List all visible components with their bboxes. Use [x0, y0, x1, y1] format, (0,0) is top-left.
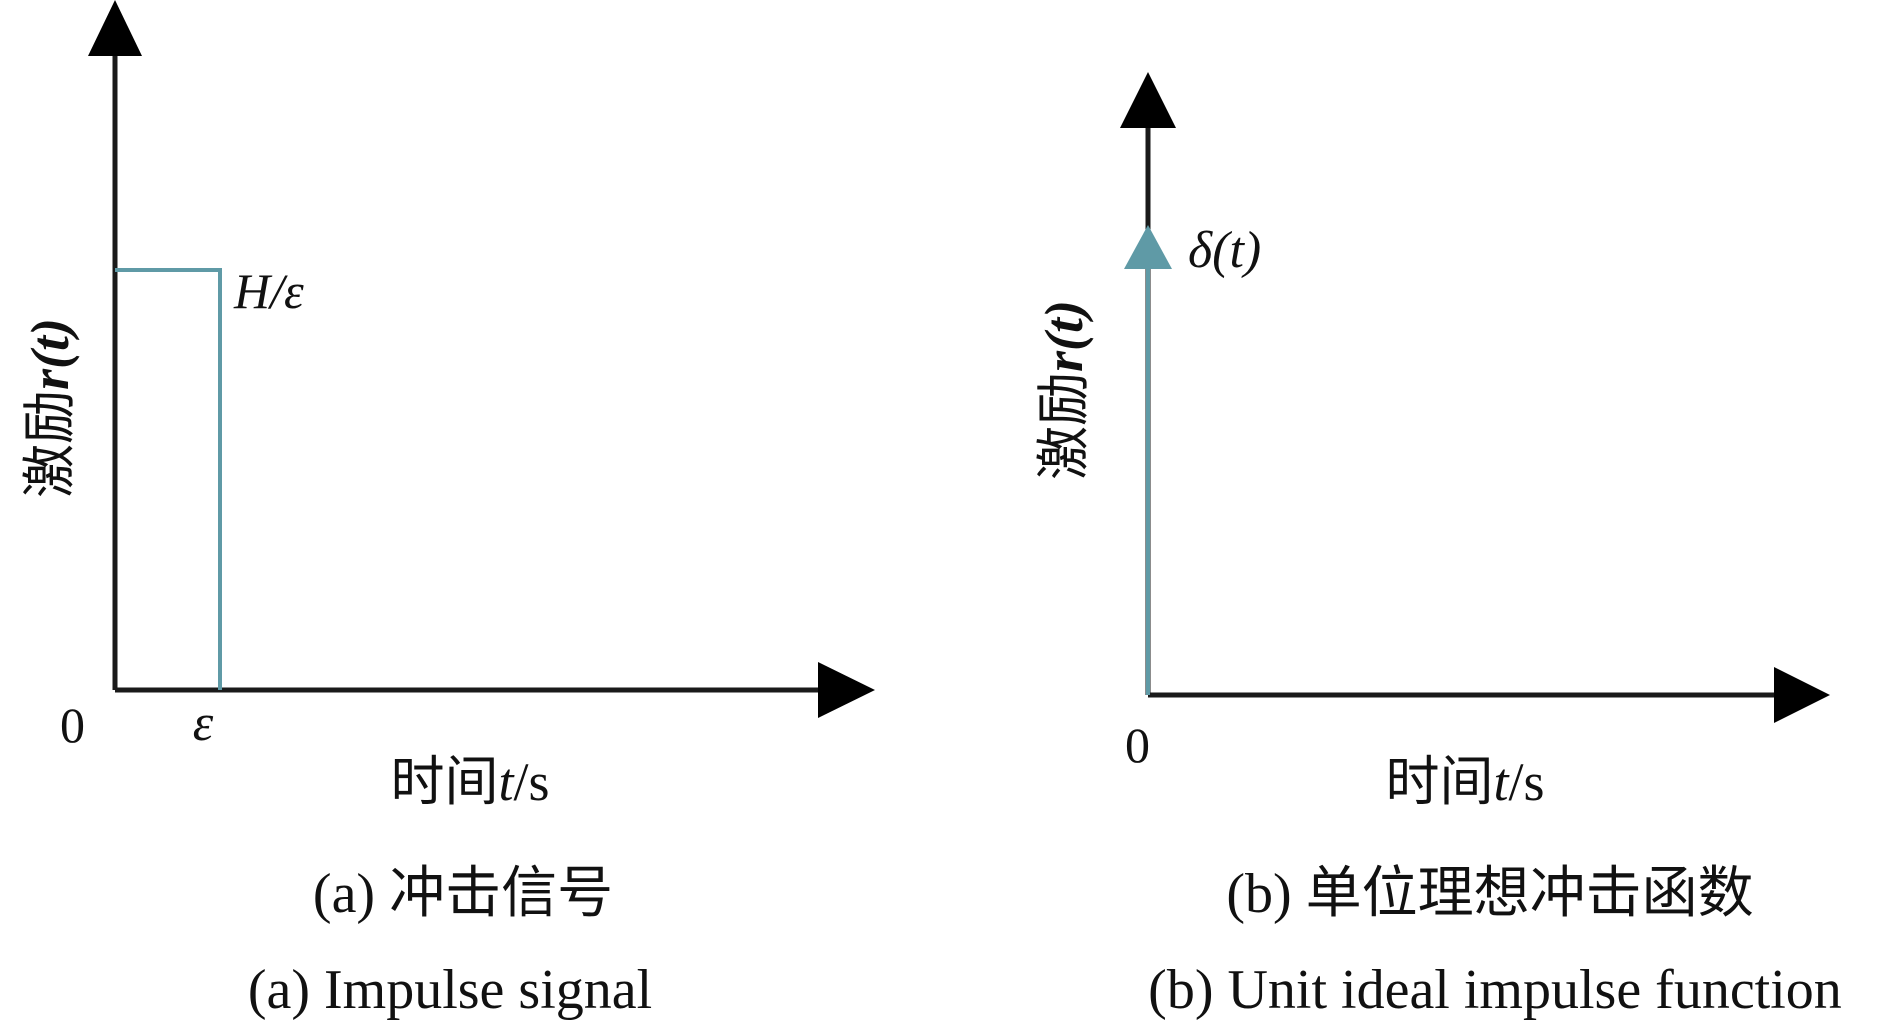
panel-a-y-label-symbol: r(t): [20, 318, 80, 390]
panel-b-caption-cn-text: 单位理想冲击函数: [1306, 863, 1754, 925]
panel-b: δ(t) 0 激励r(t) 时间t/s (b) 单位理想冲击函数 (b) Uni…: [1034, 72, 1842, 1021]
panel-b-x-label-symbol: t: [1493, 752, 1510, 812]
panel-a: H/ε 0 ε 激励r(t) 时间t/s (a) 冲击信号 (a) Impuls…: [20, 0, 875, 1021]
panel-a-y-label: 激励r(t): [20, 318, 80, 498]
panel-b-x-arrow: [1774, 667, 1830, 723]
panel-b-origin-label: 0: [1125, 717, 1150, 773]
panel-b-y-arrow: [1120, 72, 1176, 128]
panel-a-caption-en-label: (a): [248, 959, 310, 1021]
panel-b-caption-cn: (b) 单位理想冲击函数: [1226, 863, 1753, 925]
panel-b-y-label-text: 激励: [1034, 372, 1094, 480]
panel-b-x-label-text: 时间: [1385, 752, 1493, 812]
panel-a-impulse-signal-line: [115, 268, 222, 690]
panel-b-impulse-arrow: [1124, 225, 1172, 269]
panel-a-x-label-unit: /s: [513, 752, 549, 812]
panel-b-y-label-symbol: r(t): [1034, 300, 1094, 372]
panel-b-caption-en: (b) Unit ideal impulse function: [1148, 959, 1842, 1021]
panel-a-y-label-text: 激励: [20, 390, 80, 498]
panel-a-caption-en: (a) Impulse signal: [248, 959, 652, 1021]
panel-b-caption-en-text: Unit ideal impulse function: [1227, 959, 1841, 1021]
panel-b-caption-label: (b): [1226, 863, 1291, 925]
panel-a-caption-label: (a): [313, 863, 375, 925]
panel-b-impulse-label: δ(t): [1188, 222, 1261, 279]
panel-a-caption-cn: (a) 冲击信号: [313, 863, 613, 925]
panel-a-level-label: H/ε: [233, 263, 304, 319]
panel-b-impulse-label-text: δ(t): [1188, 222, 1261, 279]
panel-a-x-arrow: [818, 662, 875, 718]
panel-b-x-label: 时间t/s: [1385, 752, 1544, 812]
svg-text:激励r(t): 激励r(t): [1034, 300, 1094, 480]
panel-a-caption-cn-text: 冲击信号: [389, 863, 613, 925]
panel-a-x-label-symbol: t: [498, 752, 515, 812]
panel-a-x-label: 时间t/s: [390, 752, 549, 812]
panel-b-caption-en-label: (b): [1148, 959, 1213, 1021]
panel-b-x-label-unit: /s: [1508, 752, 1544, 812]
svg-text:激励r(t): 激励r(t): [20, 318, 80, 498]
panel-a-y-arrow: [88, 0, 142, 56]
panel-a-origin-label: 0: [60, 697, 85, 753]
panel-b-y-label: 激励r(t): [1034, 300, 1094, 480]
panel-a-caption-en-text: Impulse signal: [324, 959, 652, 1021]
panel-a-x-tick-epsilon: ε: [193, 695, 214, 752]
panel-a-x-label-text: 时间: [390, 752, 498, 812]
